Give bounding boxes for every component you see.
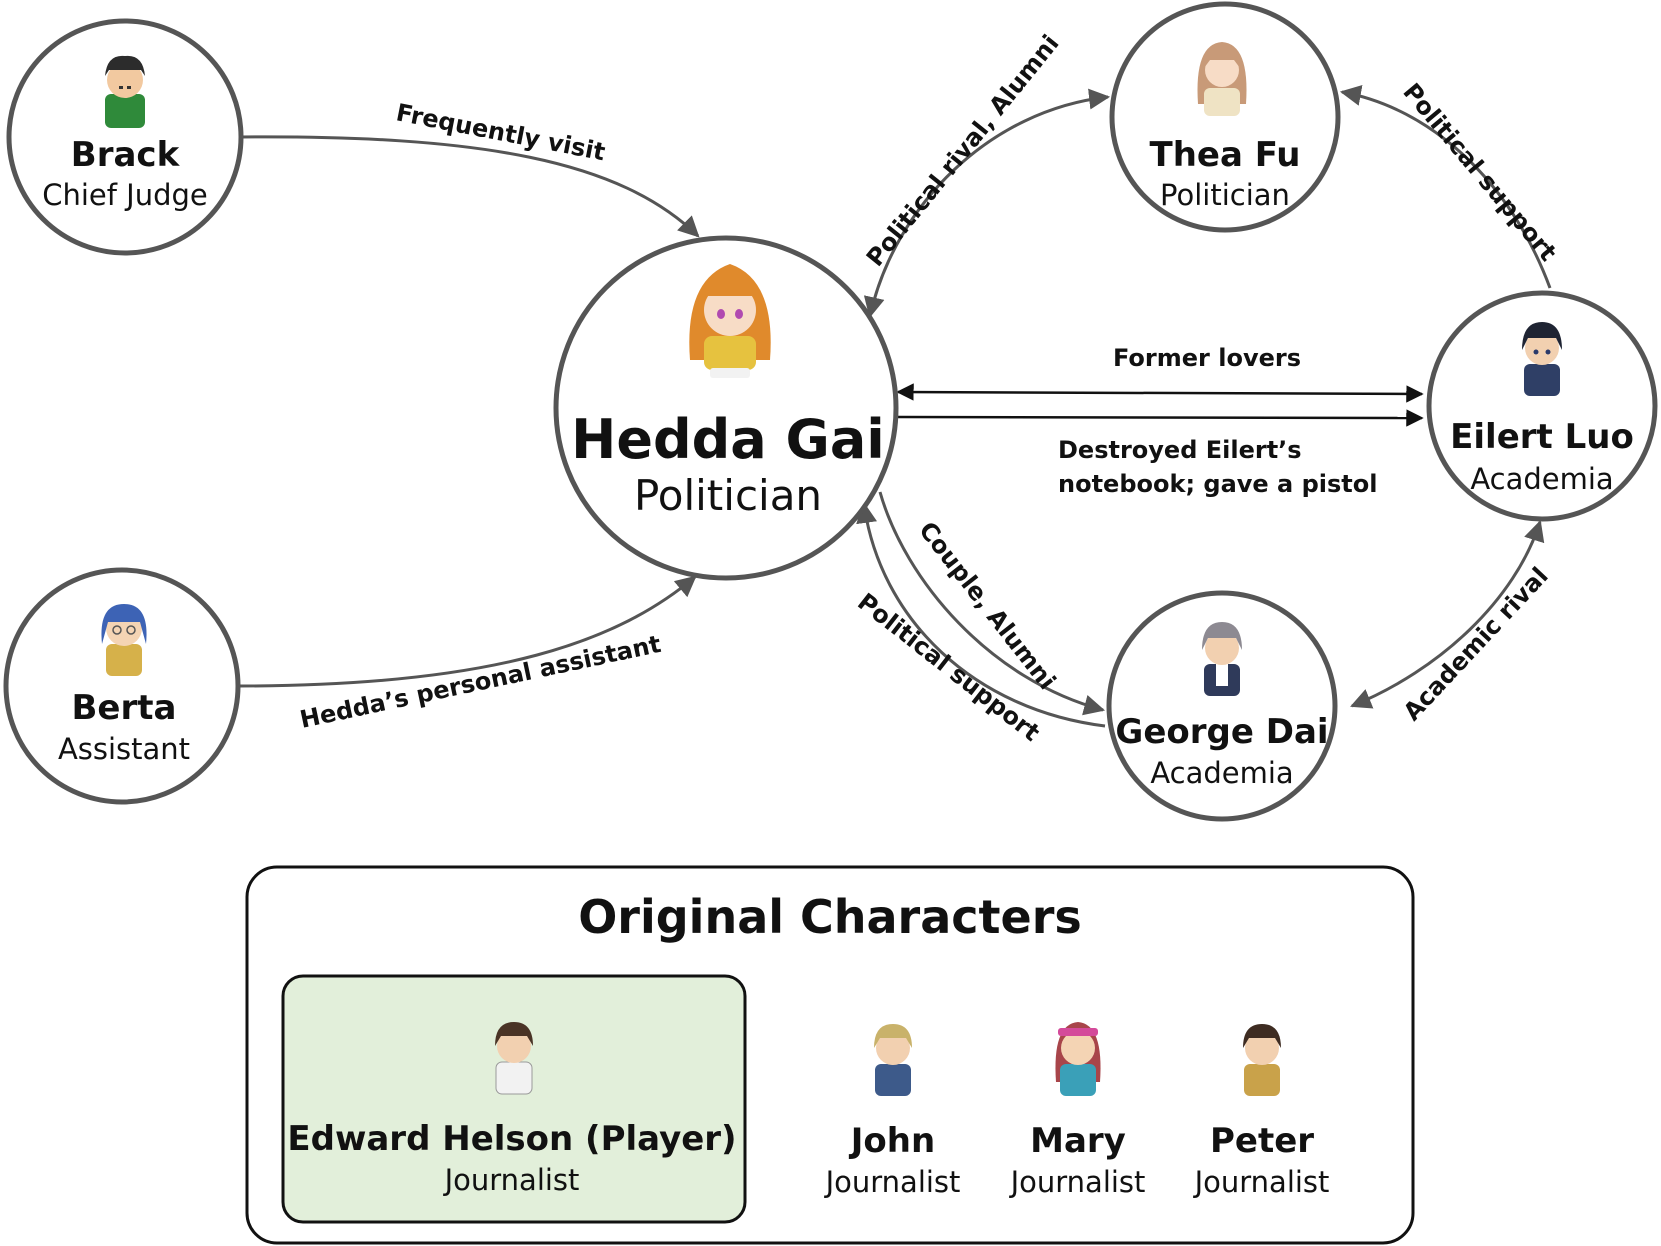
legend-player: Edward Helson (Player) Journalist: [281, 974, 747, 1224]
peter-avatar-icon: [1243, 1024, 1281, 1096]
edge-label-frequently-visit: Frequently visit: [394, 98, 608, 166]
john-role: Journalist: [824, 1165, 961, 1199]
player-name: Edward Helson (Player): [287, 1119, 736, 1159]
edge-label-destroyed-line2: notebook; gave a pistol: [1058, 470, 1377, 498]
mary-role: Journalist: [1009, 1165, 1146, 1199]
edge-academic-rival: [1350, 520, 1545, 709]
edge-eilert-thea: [1339, 85, 1552, 289]
hedda-avatar-icon: [689, 264, 771, 378]
eilert-role: Academia: [1470, 462, 1613, 496]
edge-label-academic-rival: Academic rival: [1398, 562, 1554, 726]
node-hedda: Hedda Gai Politician: [553, 235, 899, 581]
brack-role: Chief Judge: [42, 178, 208, 212]
eilert-avatar-icon: [1522, 322, 1562, 396]
edge-label-political-rival: Political rival, Alumni: [861, 30, 1065, 272]
thea-avatar-icon: [1197, 42, 1247, 116]
hedda-name: Hedda Gai: [571, 408, 885, 471]
node-brack: Brack Chief Judge: [6, 18, 244, 256]
legend-mary: Mary Journalist: [1009, 1022, 1146, 1199]
john-avatar-icon: [874, 1024, 912, 1096]
legend-john: John Journalist: [824, 1024, 961, 1199]
edge-label-former-lovers: Former lovers: [1113, 344, 1301, 372]
legend-original-characters: Original Characters Edward Helson (Playe…: [245, 865, 1415, 1245]
edge-label-political-support-thea: Political support: [1397, 78, 1562, 267]
mary-avatar-icon: [1055, 1022, 1101, 1096]
brack-name: Brack: [71, 135, 181, 175]
peter-role: Journalist: [1193, 1165, 1330, 1199]
legend-title: Original Characters: [578, 890, 1082, 944]
edge-former-lovers: [896, 383, 1424, 403]
berta-name: Berta: [72, 688, 177, 728]
node-berta: Berta Assistant: [3, 567, 241, 805]
george-avatar-icon: [1202, 622, 1242, 696]
peter-name: Peter: [1210, 1121, 1314, 1161]
edward-avatar-icon: [495, 1022, 533, 1095]
player-role: Journalist: [443, 1163, 580, 1197]
edge-thea-hedda: [863, 88, 1111, 319]
brack-avatar-icon: [105, 55, 145, 128]
edge-george-hedda: [856, 501, 1106, 728]
hedda-role: Politician: [634, 471, 822, 520]
george-name: George Dai: [1115, 712, 1328, 752]
berta-role: Assistant: [58, 732, 190, 766]
node-thea: Thea Fu Politician: [1109, 1, 1341, 233]
edge-label-destroyed-line1: Destroyed Eilert’s: [1058, 436, 1302, 464]
edge-brack-hedda: [239, 135, 700, 238]
edges: [237, 85, 1552, 728]
thea-name: Thea Fu: [1150, 135, 1301, 175]
edge-couple-alumni: [878, 491, 1106, 716]
edge-destroyed-notebook: [897, 409, 1424, 427]
legend-peter: Peter Journalist: [1193, 1024, 1330, 1199]
berta-avatar-icon: [101, 604, 147, 676]
george-role: Academia: [1150, 756, 1293, 790]
thea-role: Politician: [1160, 178, 1290, 212]
node-george: George Dai Academia: [1106, 590, 1338, 822]
mary-name: Mary: [1030, 1121, 1126, 1161]
eilert-name: Eilert Luo: [1450, 417, 1634, 457]
node-eilert: Eilert Luo Academia: [1426, 290, 1658, 522]
john-name: John: [849, 1121, 935, 1161]
edge-berta-hedda: [237, 575, 697, 688]
edge-labels: Frequently visit Hedda’s personal assist…: [297, 30, 1562, 747]
